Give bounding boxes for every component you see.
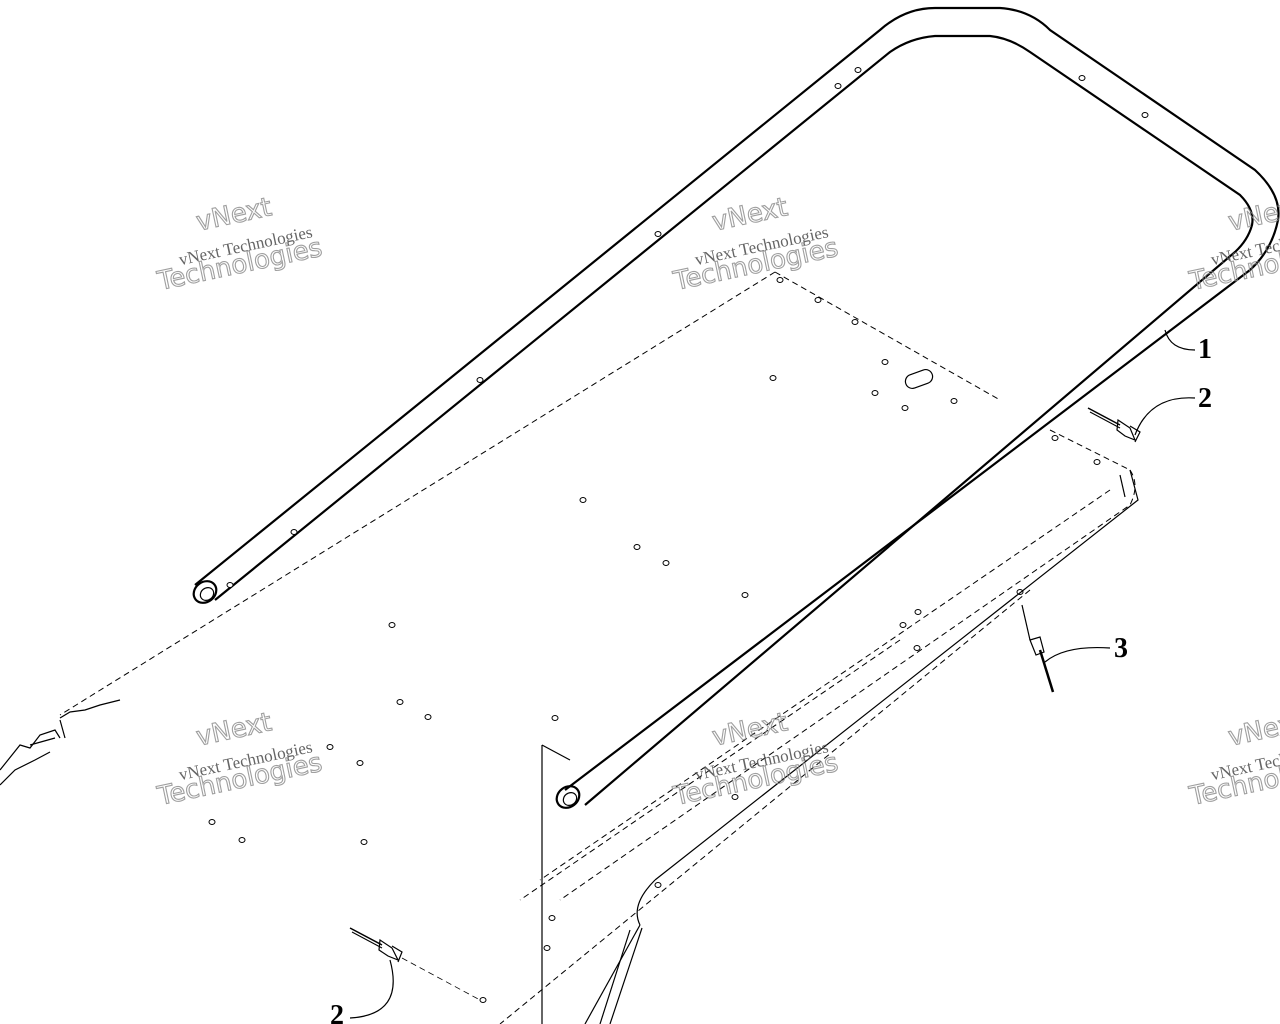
svg-text:vNext: vNext <box>710 192 791 237</box>
floor-panel <box>59 271 1136 1024</box>
watermark-3: Technologies vNext vNext Technologies <box>1186 192 1280 298</box>
pin-3 <box>1021 604 1055 693</box>
watermark-1: Technologies vNext vNext Technologies <box>154 192 326 298</box>
svg-text:vNext: vNext <box>194 192 275 237</box>
svg-text:vNext: vNext <box>194 707 275 752</box>
svg-text:vNext: vNext <box>1226 707 1280 752</box>
watermark-5: Technologies vNext vNext Technologies <box>670 707 842 813</box>
callout-2-lower: 2 <box>330 1000 344 1024</box>
callout-1: 1 <box>1198 334 1212 365</box>
watermark-2: Technologies vNext vNext Technologies <box>670 192 842 298</box>
rivet-2-lower <box>349 927 481 1001</box>
watermark-6: Technologies vNext vNext Technologies <box>1186 707 1280 813</box>
callout-3: 3 <box>1114 633 1128 664</box>
rivet-2-upper <box>1087 407 1141 443</box>
svg-text:vNext: vNext <box>1226 192 1280 237</box>
side-rail <box>541 469 1139 1024</box>
callout-2-upper: 2 <box>1198 383 1212 414</box>
svg-text:vNext: vNext <box>710 707 791 752</box>
watermark-4: Technologies vNext vNext Technologies <box>154 707 326 813</box>
leader-lines <box>349 329 1196 1019</box>
handle-tube <box>192 6 1280 809</box>
broken-section <box>0 699 121 786</box>
